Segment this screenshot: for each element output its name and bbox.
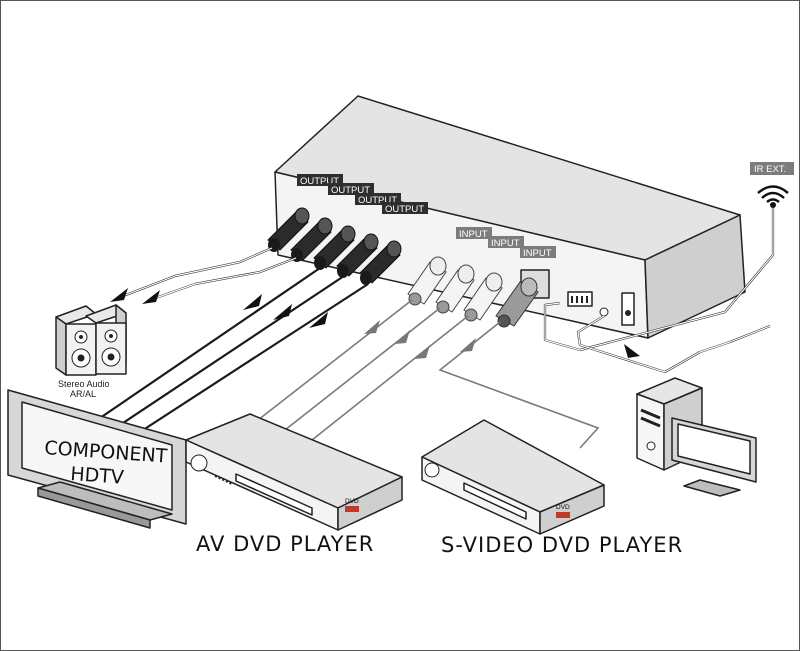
- pc-monitor: [671, 417, 757, 497]
- input-connector: [435, 264, 475, 314]
- svideo-dvd-player-label: S-VIDEO DVD PLAYER: [441, 533, 683, 557]
- input-tag: INPUT: [456, 227, 492, 240]
- arrow-head: [414, 345, 430, 359]
- svg-text:OUTPUT: OUTPUT: [385, 204, 424, 215]
- wireless-icon: [757, 185, 789, 208]
- arrow-head: [243, 294, 262, 310]
- svg-text:INPUT: INPUT: [459, 229, 488, 240]
- computer: [636, 377, 757, 497]
- svg-text:INPUT: INPUT: [491, 238, 520, 249]
- speakers-label: Stereo Audio: [58, 379, 110, 389]
- video-switcher-box: [274, 95, 746, 339]
- disc-tray: [235, 473, 313, 516]
- svg-text:OUTPUT: OUTPUT: [300, 176, 339, 187]
- ir-jack: [599, 307, 609, 317]
- stereo-speakers: Stereo Audio AR/AL: [55, 304, 127, 399]
- dvd-control-dial: [190, 454, 208, 472]
- output-connectors: [267, 207, 402, 285]
- input-tag: INPUT: [520, 246, 556, 259]
- dvd-logo-badge: [556, 512, 570, 518]
- arrow-head: [110, 288, 128, 302]
- dvd-logo: DVD: [556, 504, 570, 511]
- output-connector: [359, 240, 402, 285]
- output-tag: OUTPUT: [382, 202, 428, 215]
- dvd-control-dial: [424, 462, 440, 478]
- input-connector: [407, 256, 447, 306]
- dvd-logo: DVD: [345, 498, 359, 505]
- av-dvd-player-label: AV DVD PLAYER: [196, 532, 374, 556]
- arrow-head: [460, 338, 476, 352]
- arrow-head: [394, 330, 410, 344]
- output-connector: [336, 233, 379, 278]
- control-cables: [543, 208, 775, 374]
- output-tag: OUTPUT: [328, 183, 374, 196]
- input-connectors: [407, 256, 539, 328]
- svg-text:OUTPUT: OUTPUT: [358, 195, 397, 206]
- input-connector: [463, 272, 503, 322]
- output-connector: [313, 225, 356, 270]
- svg-text:OUTPUT: OUTPUT: [331, 185, 370, 196]
- disc-tray: [463, 482, 527, 520]
- av-dvd-player: DVD AV DVD PLAYER: [185, 413, 403, 556]
- input-tag: INPUT: [488, 236, 524, 249]
- arrow-head: [364, 320, 380, 334]
- speaker-right: [85, 304, 127, 375]
- dvd-logo-badge: [345, 506, 359, 512]
- component-hdtv: COMPONENT HDTV: [7, 389, 187, 529]
- output-cables: [99, 246, 369, 433]
- tv-screen-line2: HDTV: [70, 463, 125, 489]
- arrow-head: [309, 312, 328, 328]
- input-cables: [257, 299, 600, 449]
- power-jack: [621, 292, 635, 326]
- ir-extension: IR EXT.: [750, 162, 794, 208]
- arrow-head: [273, 304, 292, 320]
- svideo-dvd-player: DVD S-VIDEO DVD PLAYER: [421, 419, 683, 557]
- svg-text:INPUT: INPUT: [523, 248, 552, 259]
- svg-text:IR EXT.: IR EXT.: [754, 164, 786, 175]
- speakers-sub-label: AR/AL: [70, 389, 96, 399]
- svideo-connector: [495, 277, 539, 328]
- arrow-head: [624, 344, 640, 358]
- arrow-head: [142, 290, 160, 304]
